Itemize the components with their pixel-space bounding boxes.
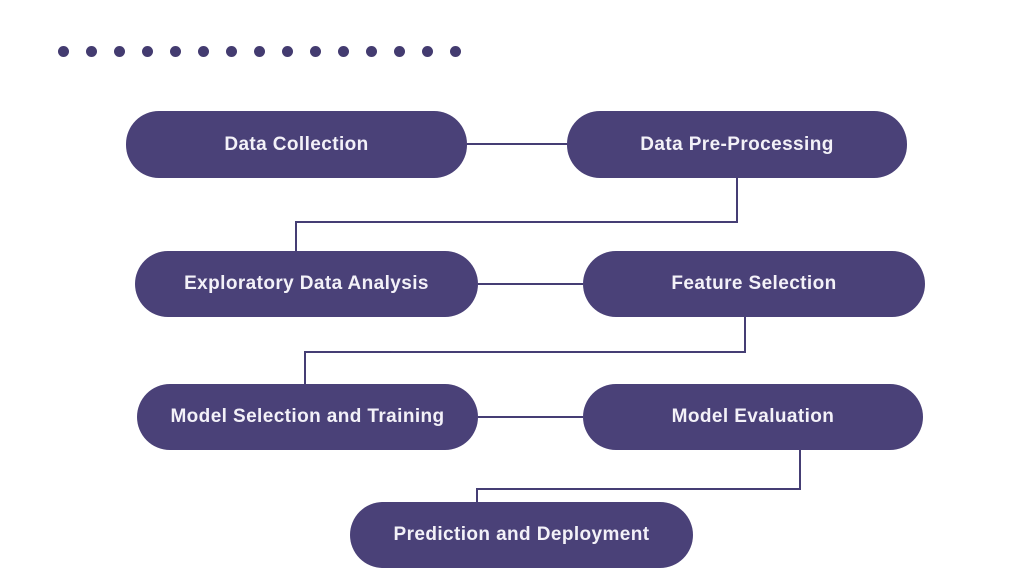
node-prediction-and-deployment[interactable]: Prediction and Deployment <box>350 502 693 568</box>
node-exploratory-data-analysis[interactable]: Exploratory Data Analysis <box>135 251 478 317</box>
dots-decoration <box>58 46 461 57</box>
node-label: Data Pre-Processing <box>640 133 834 155</box>
node-feature-selection[interactable]: Feature Selection <box>583 251 925 317</box>
dot <box>114 46 125 57</box>
connector-data-pre-processing-to-eda-segment-down <box>736 178 738 223</box>
connector-data-pre-processing-to-eda-segment-across <box>295 221 738 223</box>
connector-model-selection-to-model-evaluation <box>478 416 583 418</box>
connector-data-pre-processing-to-eda-segment-into <box>295 221 297 251</box>
connector-model-evaluation-to-prediction-segment-across <box>476 488 801 490</box>
dot <box>170 46 181 57</box>
node-model-selection-and-training[interactable]: Model Selection and Training <box>137 384 478 450</box>
dot <box>394 46 405 57</box>
node-data-collection[interactable]: Data Collection <box>126 111 467 178</box>
dot <box>282 46 293 57</box>
dot <box>58 46 69 57</box>
node-label: Exploratory Data Analysis <box>184 273 429 294</box>
dot <box>366 46 377 57</box>
connector-feature-selection-to-model-selection-segment-across <box>304 351 746 353</box>
dot <box>450 46 461 57</box>
dot <box>86 46 97 57</box>
dot <box>310 46 321 57</box>
connector-model-evaluation-to-prediction-segment-down <box>799 450 801 490</box>
node-label: Model Selection and Training <box>170 406 445 427</box>
dot <box>226 46 237 57</box>
connector-eda-to-feature-selection <box>478 283 583 285</box>
dot <box>142 46 153 57</box>
dot <box>422 46 433 57</box>
connector-data-collection-to-data-pre-processing <box>467 143 567 145</box>
dot <box>198 46 209 57</box>
node-data-pre-processing[interactable]: Data Pre-Processing <box>567 111 907 178</box>
dot <box>338 46 349 57</box>
node-label: Data Collection <box>224 133 369 155</box>
connector-feature-selection-to-model-selection-segment-down <box>744 317 746 353</box>
node-label: Feature Selection <box>671 273 837 294</box>
node-label: Prediction and Deployment <box>393 524 650 545</box>
node-label: Model Evaluation <box>671 406 835 427</box>
dot <box>254 46 265 57</box>
connector-feature-selection-to-model-selection-segment-into <box>304 351 306 384</box>
node-model-evaluation[interactable]: Model Evaluation <box>583 384 923 450</box>
connector-model-evaluation-to-prediction-segment-into <box>476 488 478 502</box>
